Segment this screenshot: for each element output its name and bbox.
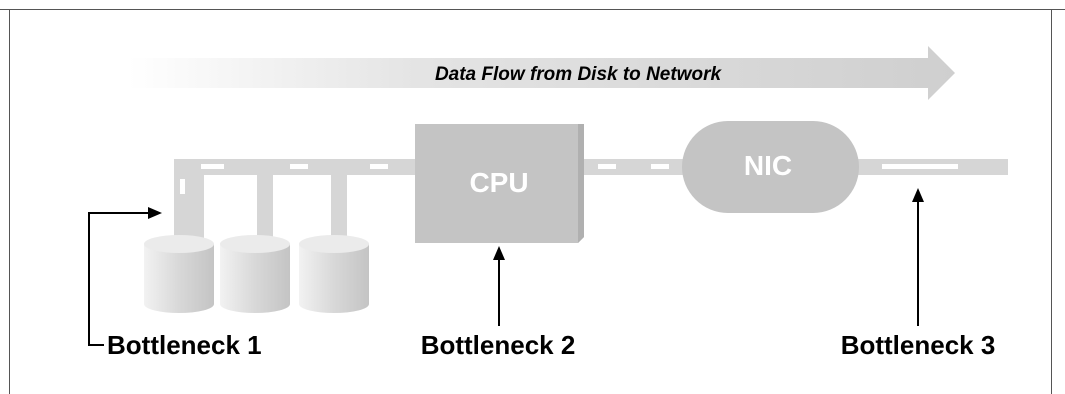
data-flow-banner: Data Flow from Disk to Network	[128, 46, 955, 100]
bus-dash	[370, 164, 388, 169]
bottleneck-3-label: Bottleneck 3	[841, 330, 996, 360]
cpu-label: CPU	[469, 167, 528, 198]
nic-box: NIC	[682, 121, 859, 213]
arrowhead-icon	[912, 188, 924, 202]
bus-dash	[201, 164, 224, 169]
flow-arrow-shape	[128, 46, 955, 100]
bus-dash	[290, 164, 308, 169]
bus-drop-disk-3	[331, 175, 347, 245]
bus-dash	[651, 164, 669, 169]
bottleneck-1-pointer	[88, 207, 162, 346]
cpu-box: CPU	[415, 124, 584, 243]
bottleneck-2-pointer	[493, 246, 505, 326]
bus-dash	[882, 164, 958, 169]
bus-dash	[180, 179, 185, 194]
nic-label: NIC	[744, 150, 792, 181]
disk-array	[144, 235, 369, 313]
system-bus	[174, 159, 1008, 245]
disk-1	[144, 235, 214, 313]
bottleneck-1-label: Bottleneck 1	[107, 330, 262, 360]
bus-vertical-left	[174, 159, 190, 239]
bottleneck-3-pointer	[912, 188, 924, 326]
bus-drop-disk-1	[188, 175, 204, 245]
disk-3	[299, 235, 369, 313]
arrowhead-icon	[148, 207, 162, 219]
bus-dash	[598, 164, 616, 169]
arrowhead-icon	[493, 246, 505, 260]
bus-drop-disk-2	[257, 175, 273, 245]
bottleneck-2-label: Bottleneck 2	[421, 330, 576, 360]
data-flow-label: Data Flow from Disk to Network	[435, 64, 723, 85]
disk-2	[220, 235, 290, 313]
